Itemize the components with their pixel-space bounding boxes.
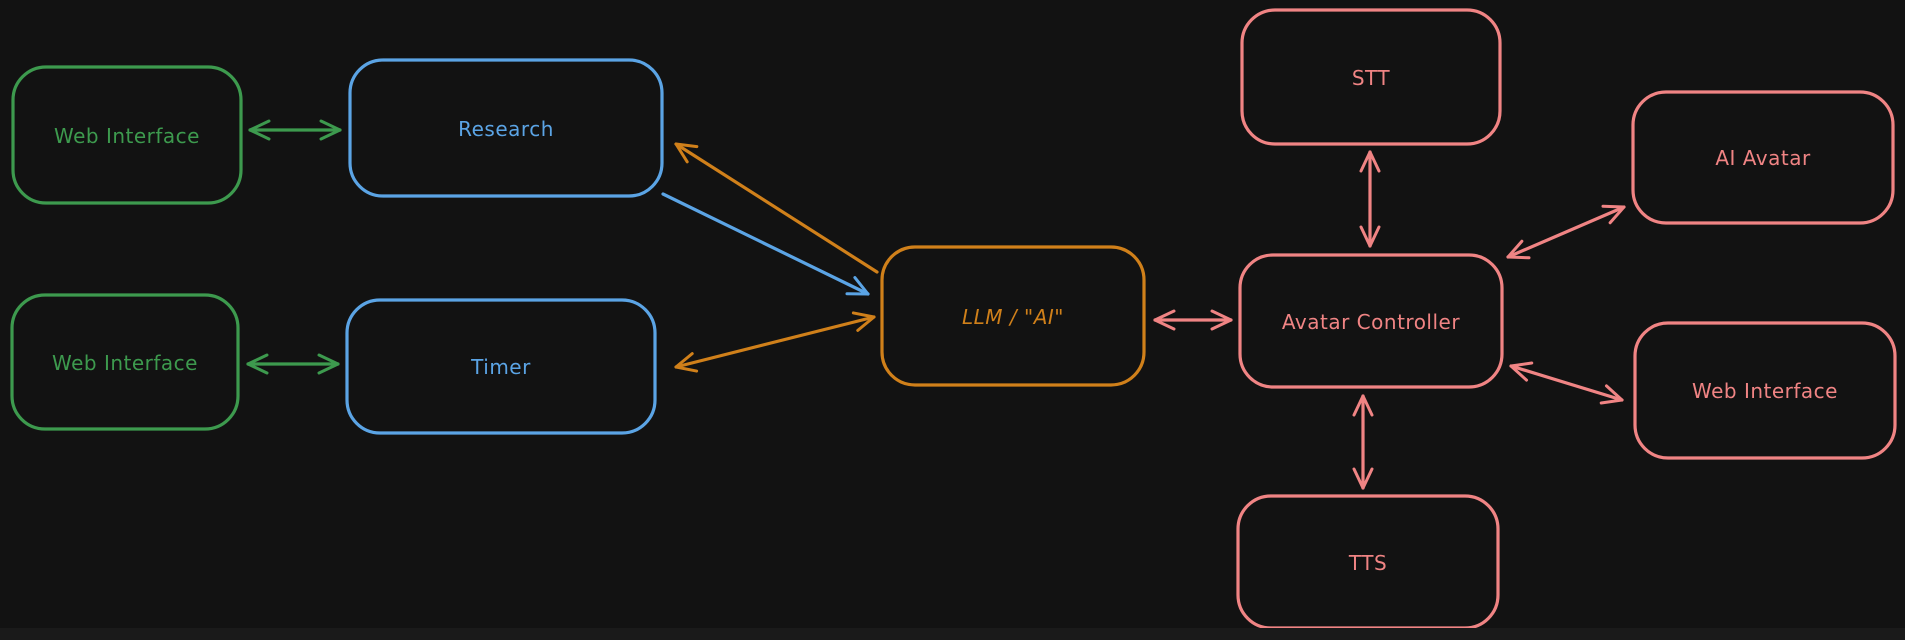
edge-research-to-llm[interactable]	[661, 192, 870, 296]
node-timer[interactable]: Timer	[345, 298, 657, 435]
canvas-bottom-edge	[0, 628, 1905, 640]
node-label: Timer	[470, 355, 531, 379]
node-box[interactable]	[1631, 90, 1895, 225]
edge-llm-to-research[interactable]	[674, 142, 879, 274]
node-research[interactable]: Research	[348, 58, 664, 198]
node-web-interface-top-left[interactable]: Web Interface	[11, 65, 243, 205]
node-box[interactable]	[1240, 8, 1502, 146]
node-label: Web Interface	[54, 124, 200, 148]
node-label: Research	[458, 117, 554, 141]
node-label: STT	[1352, 66, 1391, 90]
node-box[interactable]	[1633, 321, 1897, 460]
node-label: LLM / "AI"	[962, 305, 1064, 329]
node-tts[interactable]: TTS	[1236, 494, 1500, 630]
node-web-interface-right[interactable]: Web Interface	[1633, 321, 1897, 460]
node-label: TTS	[1348, 551, 1387, 575]
node-ai-avatar[interactable]: AI Avatar	[1631, 90, 1895, 225]
node-box[interactable]	[345, 298, 657, 435]
node-stt[interactable]: STT	[1240, 8, 1502, 146]
edge-avatarcontroller-webinterface[interactable]	[1509, 361, 1624, 405]
node-box[interactable]	[1238, 253, 1504, 389]
node-label: Web Interface	[52, 351, 198, 375]
edges-layer	[246, 119, 1626, 490]
node-box[interactable]	[348, 58, 664, 198]
node-label: Web Interface	[1692, 379, 1838, 403]
node-web-interface-bottom-left[interactable]: Web Interface	[10, 293, 240, 431]
node-llm[interactable]: LLM / "AI"	[880, 245, 1146, 387]
node-label: AI Avatar	[1715, 146, 1811, 170]
edge-timer-llm[interactable]	[674, 311, 876, 373]
node-label: Avatar Controller	[1282, 310, 1460, 334]
node-box[interactable]	[880, 245, 1146, 387]
node-avatar-controller[interactable]: Avatar Controller	[1238, 253, 1504, 389]
edge-avatarcontroller-aiavatar[interactable]	[1506, 204, 1626, 260]
node-box[interactable]	[10, 293, 240, 431]
node-box[interactable]	[11, 65, 243, 205]
